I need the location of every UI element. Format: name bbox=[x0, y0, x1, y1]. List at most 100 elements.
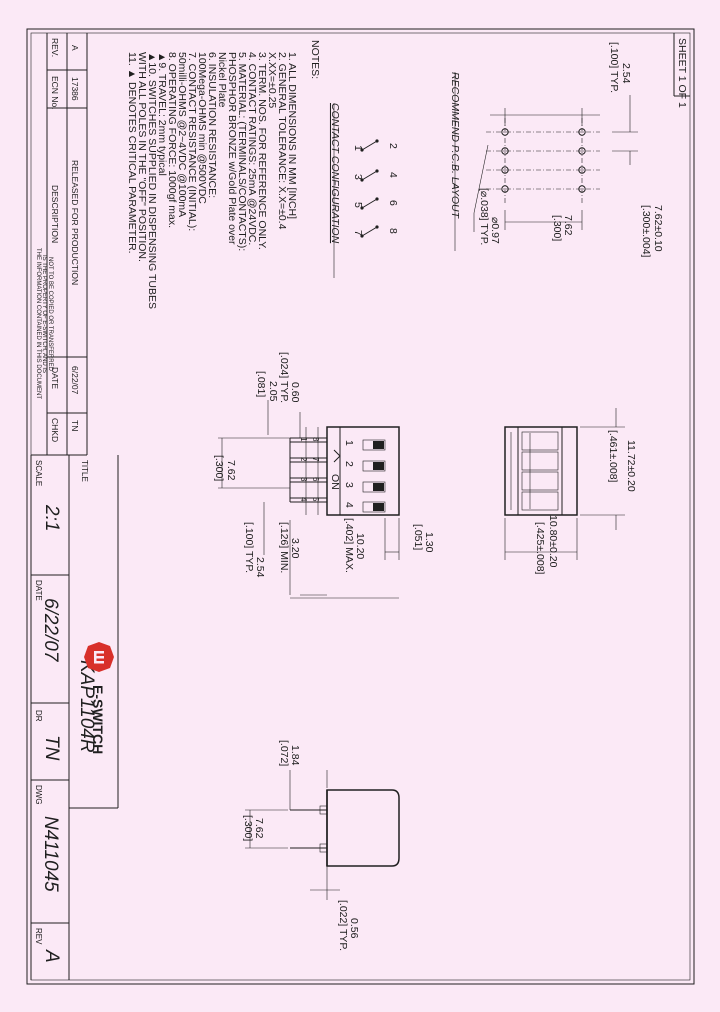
side-standoff: 1.84 bbox=[289, 745, 301, 766]
title-label: TITLE bbox=[80, 460, 89, 482]
side-view: 1.84 [.072] 7.62 [.300] 0.56 [.022] TYP. bbox=[242, 740, 400, 951]
chkd-header: CHKD bbox=[50, 418, 60, 442]
svg-text:Nickel Plate: Nickel Plate bbox=[216, 52, 228, 108]
svg-text:THE INFORMATION CONTAINED IN T: THE INFORMATION CONTAINED IN THIS DOCUME… bbox=[35, 248, 41, 399]
notes-heading: NOTES: bbox=[309, 40, 321, 79]
rev-label: REV bbox=[34, 928, 43, 945]
front-pitch: 2.54 bbox=[254, 557, 266, 578]
svg-text:▲9. TRAVEL: 2mm typical: ▲9. TRAVEL: 2mm typical bbox=[156, 52, 168, 176]
svg-text:11. ▲ DENOTES CRITICAL PARAMET: 11. ▲ DENOTES CRITICAL PARAMETER. bbox=[126, 52, 138, 254]
svg-text:1. ALL DIMENSIONS IN MM [INCH: 1. ALL DIMENSIONS IN MM [INCH] bbox=[286, 52, 298, 219]
scale-label: SCALE bbox=[34, 460, 43, 486]
svg-text:X.XX=±0.25: X.XX=±0.25 bbox=[266, 52, 278, 108]
pcb-holes bbox=[501, 128, 586, 193]
contact-num-7: 7 bbox=[352, 230, 364, 236]
front-actuator-height-inch: [.051] bbox=[412, 524, 424, 550]
row-chkd: TN bbox=[70, 420, 80, 431]
front-lead-width-inch: [.024] TYP. bbox=[278, 352, 290, 403]
contact-num-3: 3 bbox=[352, 174, 364, 180]
svg-text:100Mega-OHMS min @500VDC: 100Mega-OHMS min @500VDC bbox=[196, 52, 208, 204]
side-row: 7.62 bbox=[253, 818, 265, 839]
contact-num-4: 4 bbox=[387, 172, 399, 178]
svg-text:1: 1 bbox=[299, 437, 308, 442]
svg-text:7: 7 bbox=[311, 457, 320, 462]
front-slot-3: 3 bbox=[343, 482, 355, 488]
svg-text:8. OPERATING FORCE: 1000gf ma: 8. OPERATING FORCE: 1000gf max. bbox=[166, 52, 178, 228]
side-lead-thickness: 0.56 bbox=[348, 918, 360, 939]
front-slot-1: 1 bbox=[343, 440, 355, 446]
svg-text:WITH ALL POLES IN THE "OFF" PO: WITH ALL POLES IN THE "OFF" POSITION. bbox=[136, 52, 148, 262]
contact-num-6: 6 bbox=[387, 200, 399, 206]
date-label: DATE bbox=[34, 580, 43, 601]
front-height-inch: [.402] MAX. bbox=[343, 518, 355, 573]
svg-text:50milli-OHMS @2~4VDC @100mA: 50milli-OHMS @2~4VDC @100mA bbox=[176, 52, 188, 217]
sheet-label-box: SHEET 1 OF 1 bbox=[673, 33, 690, 108]
contact-num-2: 2 bbox=[387, 143, 399, 149]
side-standoff-inch: [.072] bbox=[278, 740, 290, 766]
svg-text:2. GENERAL TOLERANCE: X.X=±0.: 2. GENERAL TOLERANCE: X.X=±0.4 bbox=[276, 52, 288, 230]
pcb-row-tol-inch: [.300±.004] bbox=[640, 205, 652, 258]
svg-text:▲10. SWITCHES SUPPLIED IN DISP: ▲10. SWITCHES SUPPLIED IN DISPENSING TUB… bbox=[146, 52, 158, 309]
pcb-hole-dia-inch: [⌀.038] TYP. bbox=[478, 188, 490, 245]
svg-text:8: 8 bbox=[311, 437, 320, 442]
pcb-row-inch: [.300] bbox=[551, 215, 563, 241]
contact-switches bbox=[360, 139, 379, 238]
front-lead-width: 0.60 bbox=[289, 382, 301, 403]
front-view: 1 2 3 4 ON 8 7 6 5 1 2 3 4 0.60 [.0 bbox=[213, 352, 435, 599]
front-pin-length: 3.20 bbox=[289, 538, 301, 559]
front-on-label: ON bbox=[329, 474, 341, 490]
front-height: 10.20 bbox=[354, 533, 366, 559]
row-ecn: 17386 bbox=[70, 77, 80, 101]
contact-configuration: CONTACT CONFIGURATION 2 4 6 8 1 3 5 7 bbox=[329, 103, 399, 278]
dwg-label: DWG bbox=[34, 785, 43, 805]
front-actuator-height: 1.30 bbox=[423, 532, 435, 553]
contact-num-5: 5 bbox=[352, 202, 364, 208]
front-row: 7.62 bbox=[225, 460, 237, 481]
front-lead-pitch: 2.05 bbox=[267, 381, 279, 402]
svg-text:5. MATERIAL: (TERMINALS/CONTA: 5. MATERIAL: (TERMINALS/CONTACTS): bbox=[236, 52, 248, 251]
pcb-row: 7.62 bbox=[562, 215, 574, 236]
pcb-pitch-inch: [.100] TYP. bbox=[608, 42, 620, 93]
front-lead-pitch-inch: [.081] bbox=[255, 371, 267, 397]
svg-text:2: 2 bbox=[299, 457, 308, 462]
pcb-hole-dia: ⌀0.97 bbox=[489, 217, 501, 244]
proprietary-notice: THE INFORMATION CONTAINED IN THIS DOCUME… bbox=[35, 248, 53, 399]
sheet-label: SHEET 1 OF 1 bbox=[676, 38, 688, 108]
svg-text:5: 5 bbox=[311, 497, 320, 502]
top-view-actuator-slots bbox=[521, 431, 559, 511]
front-view-pins bbox=[289, 427, 327, 515]
svg-text:3: 3 bbox=[299, 477, 308, 482]
svg-text:4. CONTACT RATINGS: 25mA @24V: 4. CONTACT RATINGS: 25mA @24VDC. bbox=[246, 52, 258, 245]
svg-text:4: 4 bbox=[299, 497, 308, 502]
svg-text:6. INSULATION RESISTANCE:: 6. INSULATION RESISTANCE: bbox=[206, 52, 218, 198]
row-description: RELEASED FOR PRODUCTION bbox=[70, 160, 80, 285]
contact-num-1: 1 bbox=[352, 145, 364, 151]
top-length-inch: [.461±.008] bbox=[607, 430, 619, 483]
side-lead-thickness-inch: [.022] TYP. bbox=[337, 900, 349, 951]
dwg-value: N411045 bbox=[40, 816, 61, 892]
date-value: 6/22/07 bbox=[40, 598, 61, 663]
notes: NOTES: 1. ALL DIMENSIONS IN MM [INCH] 2.… bbox=[126, 40, 321, 309]
scale-value: 2:1 bbox=[41, 504, 62, 531]
outer-border bbox=[26, 28, 695, 985]
revision-table: REV. ECN No. DESCRIPTION DATE CHKD A 173… bbox=[31, 33, 88, 456]
top-width-inch: [.425±.008] bbox=[534, 522, 546, 575]
company-name: E-SWITCH bbox=[90, 685, 106, 754]
front-pin-length-inch: [.126] MIN. bbox=[278, 522, 290, 573]
rev-header: REV. bbox=[50, 38, 60, 57]
pcb-layout: RECOMMEND P.C.B. LAYOUT 2.54 [.100] TYP.… bbox=[449, 42, 664, 258]
svg-text:IS THE PROPERTY OF E-SWITCH, A: IS THE PROPERTY OF E-SWITCH, AND IS bbox=[41, 255, 47, 373]
title-block: TITLE KAP1104R SCALE 2:1 DATE 6/22/07 DR… bbox=[30, 455, 119, 980]
row-date: 6/22/07 bbox=[70, 366, 80, 395]
contact-config-title: CONTACT CONFIGURATION bbox=[329, 103, 341, 244]
row-rev: A bbox=[70, 45, 80, 51]
front-slot-4: 4 bbox=[343, 502, 355, 508]
ecn-header: ECN No. bbox=[50, 76, 60, 110]
svg-text:PHOSPHOR BRONZE w/Gold Plate o: PHOSPHOR BRONZE w/Gold Plate over bbox=[226, 52, 238, 245]
front-view-actuators bbox=[362, 439, 386, 513]
contact-num-8: 8 bbox=[387, 228, 399, 234]
side-row-inch: [.300] bbox=[242, 815, 254, 841]
front-row-inch: [.300] bbox=[213, 455, 225, 481]
e-switch-logo: E-SWITCH bbox=[84, 642, 114, 754]
